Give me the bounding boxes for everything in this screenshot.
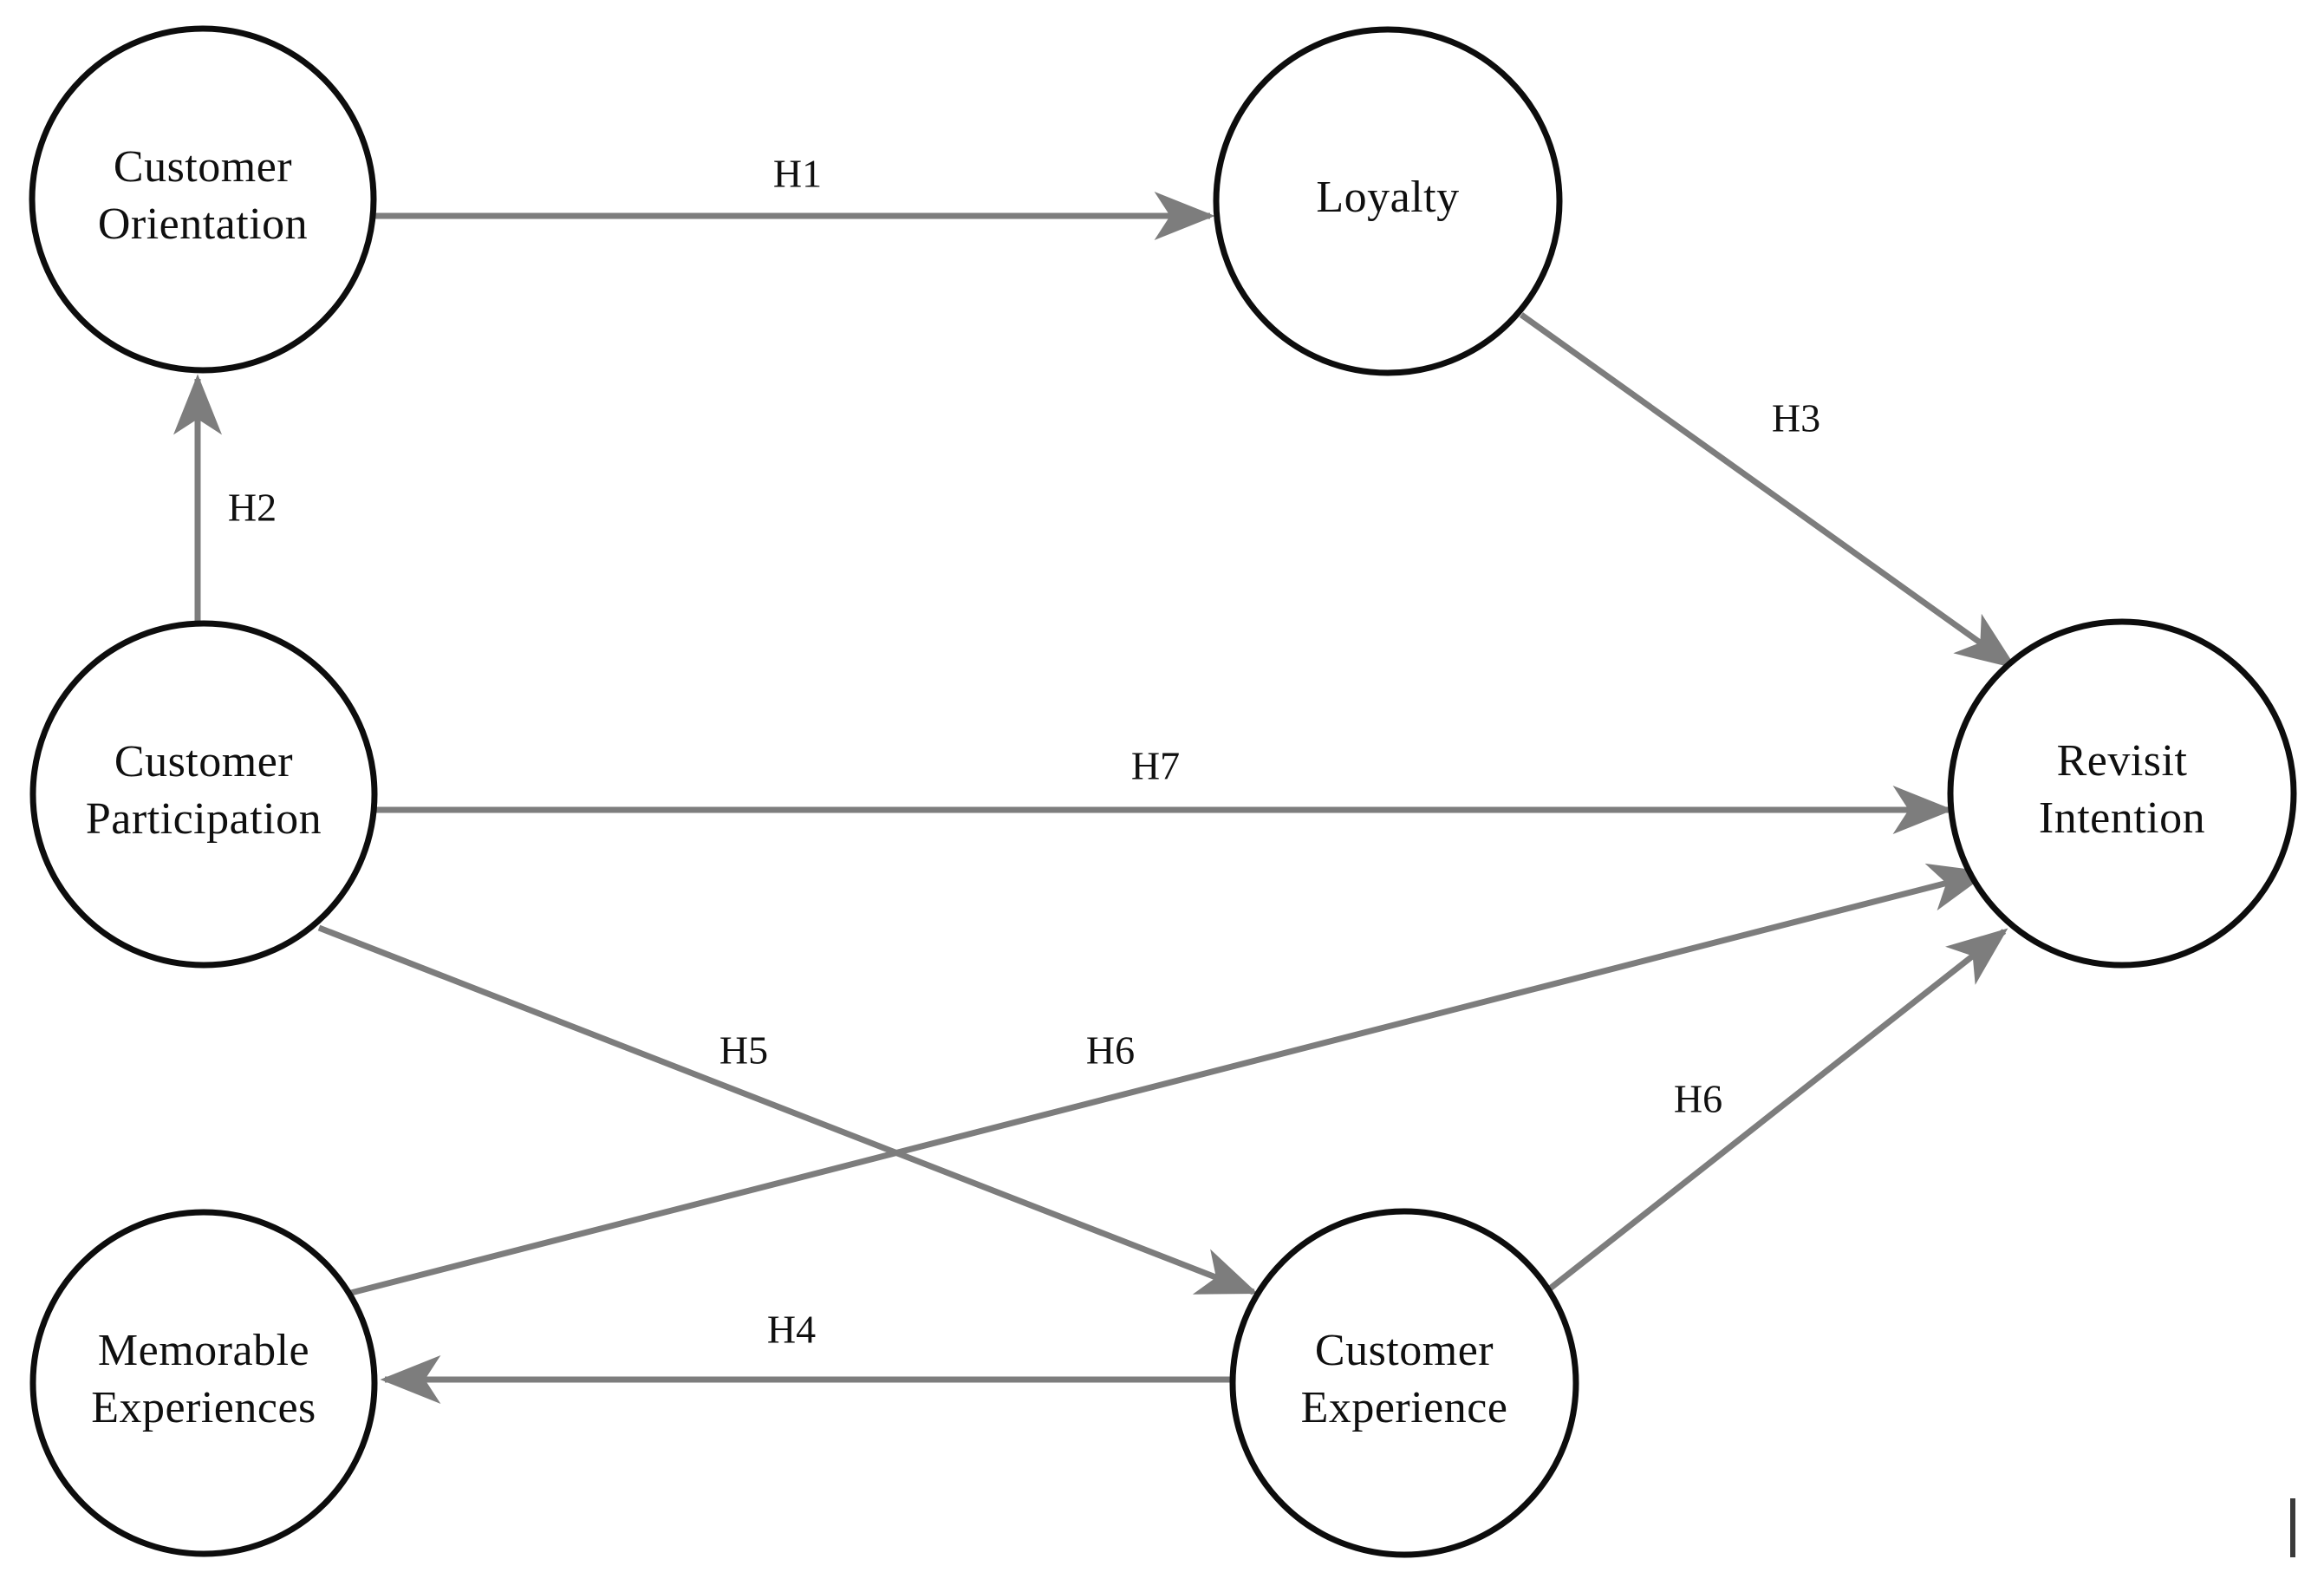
edge-h3 [1519, 312, 2017, 669]
node-circle-customer-experience[interactable] [1229, 1208, 1579, 1558]
node-circle-revisit-intention[interactable] [1947, 618, 2297, 969]
edges-layer [173, 192, 2017, 1404]
edge-label-h5: H5 [719, 1028, 768, 1073]
edge-label-h4: H4 [767, 1308, 816, 1352]
node-label-customer-participation-line2: Participation [86, 794, 322, 844]
node-label-customer-orientation-line2: Orientation [98, 199, 308, 249]
edge-h6b [1531, 928, 2008, 1304]
edge-label-h1: H1 [773, 152, 822, 196]
nodes-layer: CustomerOrientationLoyaltyCustomerPartic… [29, 25, 2297, 1558]
node-label-memorable-experiences-line2: Experiences [91, 1383, 316, 1432]
node-label-customer-experience-line2: Experience [1301, 1383, 1508, 1432]
node-circle-customer-orientation[interactable] [29, 25, 377, 374]
node-label-revisit-intention: Revisit [2057, 736, 2188, 786]
edge-h5 [317, 924, 1259, 1295]
edge-label-h7: H7 [1131, 744, 1180, 788]
node-label-memorable-experiences: Memorable [98, 1326, 309, 1375]
edge-label-h6a: H6 [1086, 1028, 1135, 1073]
node-label-customer-experience: Customer [1315, 1326, 1494, 1375]
node-label-customer-orientation: Customer [114, 142, 292, 192]
edge-label-h6b: H6 [1674, 1077, 1722, 1121]
node-label-customer-participation: Customer [114, 737, 293, 786]
node-label-revisit-intention-line2: Intention [2039, 793, 2205, 843]
edge-label-h2: H2 [228, 486, 277, 530]
edge-h6a [347, 863, 1990, 1297]
node-label-loyalty: Loyalty [1316, 173, 1459, 222]
edge-label-h3: H3 [1772, 396, 1820, 440]
node-circle-loyalty[interactable] [1213, 26, 1563, 376]
node-circle-customer-participation[interactable] [29, 620, 378, 969]
node-circle-memorable-experiences[interactable] [29, 1209, 378, 1557]
